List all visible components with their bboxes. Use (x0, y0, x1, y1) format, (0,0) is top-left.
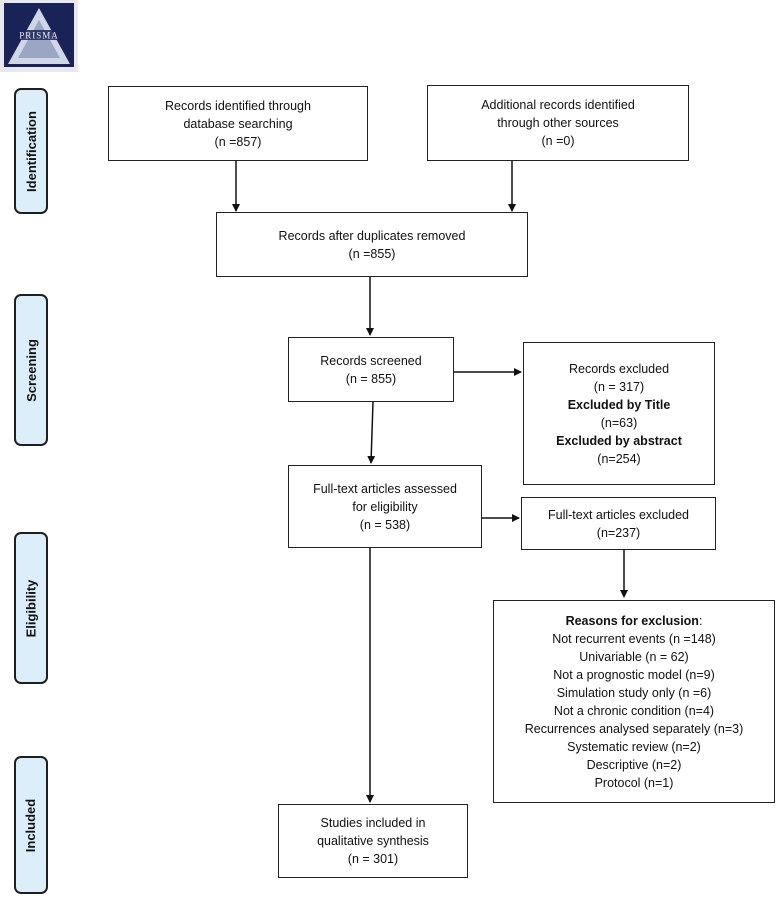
box-excluded-abstract-count: (n=254) (597, 451, 641, 466)
reason-item: Not a prognostic model (n=9) (553, 667, 715, 682)
box-included-line1: Studies included in (320, 816, 426, 830)
stage-eligibility: Eligibility (14, 532, 48, 684)
reasons-heading-row: Reasons for exclusion: (566, 612, 703, 630)
box-other-line1: Additional records identified (481, 98, 635, 112)
box-after-duplicates-line1: Records after duplicates removed (278, 228, 466, 243)
box-fulltext-line1: Full-text articles assessed (313, 481, 457, 496)
reason-item: Not a chronic condition (n=4) (553, 703, 715, 718)
box-ftexcluded-count: (n=237) (596, 525, 641, 540)
stage-included: Included (14, 756, 48, 894)
box-database-line2: database searching (183, 116, 293, 131)
box-excluded-title-count: (n=63) (600, 415, 638, 430)
box-fulltext-assessed: Full-text articles assessed for eligibil… (288, 465, 482, 548)
box-database-count: (n =857) (214, 134, 262, 149)
box-other-count: (n =0) (541, 134, 575, 148)
reason-item: Systematic review (n=2) (567, 739, 701, 754)
reasons-heading: Reasons for exclusion (565, 613, 699, 628)
box-after-duplicates-count: (n =855) (348, 246, 396, 261)
box-fulltext-count: (n = 538) (359, 517, 411, 532)
arrow-screened-to-fulltext (367, 401, 376, 464)
stage-included-label: Included (23, 798, 39, 852)
box-ftexcluded-line1: Full-text articles excluded (547, 507, 690, 522)
stage-eligibility-label: Eligibility (23, 579, 39, 637)
box-other-line2: through other sources (497, 116, 619, 130)
reason-item: Simulation study only (n =6) (556, 685, 712, 700)
box-excluded-title-label: Excluded by Title (567, 397, 671, 412)
box-studies-included: Studies included in qualitative synthesi… (278, 804, 468, 878)
stage-identification-label: Identification (23, 110, 39, 192)
reason-item: Recurrences analysed separately (n=3) (524, 721, 744, 736)
box-records-excluded: Records excluded (n = 317) Excluded by T… (523, 342, 715, 485)
reason-item: Not recurrent events (n =148) (552, 631, 716, 646)
reason-item: Protocol (n=1) (594, 775, 674, 790)
box-included-count: (n = 301) (347, 852, 399, 866)
box-other-sources: Additional records identified through ot… (427, 85, 689, 161)
box-excluded-abstract-label: Excluded by abstract (556, 433, 682, 448)
stage-identification: Identification (14, 88, 48, 214)
box-fulltext-excluded: Full-text articles excluded (n=237) (521, 497, 716, 550)
box-database-searching: Records identified through database sear… (108, 86, 368, 161)
box-reasons-for-exclusion: Reasons for exclusion: Not recurrent eve… (493, 600, 775, 803)
box-excluded-count: (n = 317) (593, 379, 645, 394)
box-database-line1: Records identified through (165, 98, 311, 113)
box-fulltext-line2: for eligibility (352, 499, 418, 514)
stage-screening-label: Screening (23, 338, 39, 402)
logo-text: PRISMA (19, 31, 59, 41)
box-excluded-line1: Records excluded (568, 361, 670, 376)
box-included-line2: qualitative synthesis (317, 834, 429, 848)
box-records-screened: Records screened (n = 855) (288, 337, 454, 402)
stage-screening: Screening (14, 294, 48, 446)
reasons-heading-colon: : (698, 613, 703, 628)
reason-item: Descriptive (n=2) (586, 757, 682, 772)
box-screened-count: (n = 855) (345, 371, 397, 386)
box-after-duplicates: Records after duplicates removed (n =855… (216, 212, 528, 277)
prisma-logo: PRISMA (0, 0, 78, 72)
reason-item: Univariable (n = 62) (579, 649, 689, 664)
box-screened-line1: Records screened (320, 353, 422, 368)
